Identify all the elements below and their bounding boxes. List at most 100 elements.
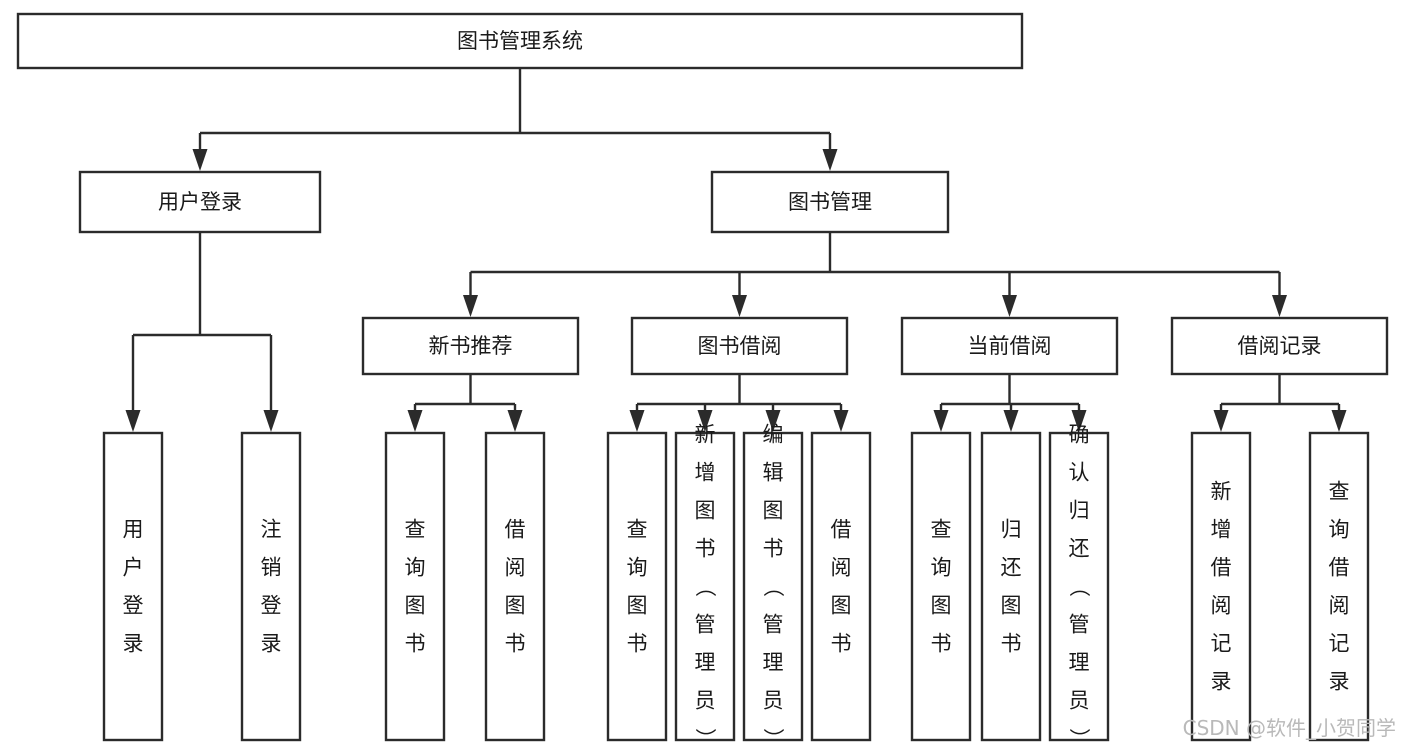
arrow-head-icon [1002,295,1017,317]
node-box[interactable] [384,431,446,742]
arrow-head-icon [1272,295,1287,317]
node-label-char: 管 [763,613,784,637]
node-label-char: 录 [1211,670,1232,694]
arrow-head-icon [192,149,208,171]
node-box[interactable] [1190,431,1252,742]
node-box[interactable] [484,431,546,742]
node-借阅记录[interactable]: 借阅记录 [1170,316,1389,376]
node-box[interactable] [240,431,302,742]
node-box[interactable] [361,316,580,376]
node-label-char: 增 [1211,518,1232,542]
node-label-char: 阅 [1329,594,1350,618]
node-label-char: ） [761,728,785,747]
arrow-head-icon [833,410,849,432]
node-label-char: 录 [261,632,282,656]
node-box[interactable] [674,431,736,742]
node-label-char: 图 [405,594,426,618]
node-label-char: 阅 [505,556,526,580]
node-当前借阅[interactable]: 当前借阅 [900,316,1119,376]
node-label-char: 图 [505,594,526,618]
node-box[interactable] [742,431,804,742]
node-label-char: 借 [831,518,852,542]
node-label-char: （ [761,576,785,597]
node-label-char: 理 [695,651,716,675]
node-box[interactable] [980,431,1042,742]
node-用户登录[interactable]: 用户登录 [102,431,164,742]
node-label-char: 管 [695,613,716,637]
node-box[interactable] [910,431,972,742]
node-新书推荐[interactable]: 新书推荐 [361,316,580,376]
node-box[interactable] [1308,431,1370,742]
node-label-char: 查 [405,518,426,542]
node-label-char: 询 [931,556,952,580]
node-label-char: 借 [1329,556,1350,580]
node-box[interactable] [78,170,322,234]
node-label-char: 记 [1211,632,1232,656]
node-label-char: 查 [627,518,648,542]
node-box[interactable] [16,12,1024,70]
node-label-char: 编 [763,423,784,447]
node-label-char: 书 [831,632,852,656]
node-label-char: 询 [1329,518,1350,542]
arrow-head-icon [463,295,478,317]
node-图书管理系统[interactable]: 图书管理系统 [16,12,1024,70]
node-label-char: 录 [123,632,144,656]
connector-group [629,374,849,432]
node-label-char: 借 [505,518,526,542]
connector-group [192,68,838,171]
node-label-char: 新 [1211,480,1232,504]
node-label-char: 书 [695,537,716,561]
node-label-char: （ [1067,576,1091,597]
node-box[interactable] [710,170,950,234]
connector-group [1213,374,1347,432]
node-label: 用户登录 [158,190,242,214]
node-label-char: ） [1067,728,1091,747]
arrow-head-icon [263,410,279,432]
node-label: 借阅记录 [1238,334,1322,358]
connector-group [463,232,1287,317]
node-box[interactable] [1170,316,1389,376]
node-box[interactable] [1048,431,1110,742]
node-label-char: 用 [123,518,144,542]
node-图书借阅[interactable]: 图书借阅 [630,316,849,376]
node-box[interactable] [810,431,872,742]
node-图书管理[interactable]: 图书管理 [710,170,950,234]
node-用户登录[interactable]: 用户登录 [78,170,322,234]
arrow-head-icon [765,410,781,432]
arrow-head-icon [1331,410,1347,432]
node-label: 图书管理 [788,190,872,214]
arrow-head-icon [407,410,423,432]
node-label-char: 图 [763,499,784,523]
node-box[interactable] [900,316,1119,376]
node-box[interactable] [606,431,668,742]
node-box[interactable] [102,431,164,742]
node-label-char: 归 [1001,518,1022,542]
node-label-char: 户 [123,556,144,580]
node-label-char: 认 [1069,461,1090,485]
node-label-char: 图 [931,594,952,618]
arrow-head-icon [1071,410,1087,432]
node-label-char: 记 [1329,632,1350,656]
node-label-char: 书 [931,632,952,656]
node-label-char: 理 [763,651,784,675]
node-box[interactable] [630,316,849,376]
node-label-char: 书 [763,537,784,561]
node-label-char: 增 [695,461,716,485]
